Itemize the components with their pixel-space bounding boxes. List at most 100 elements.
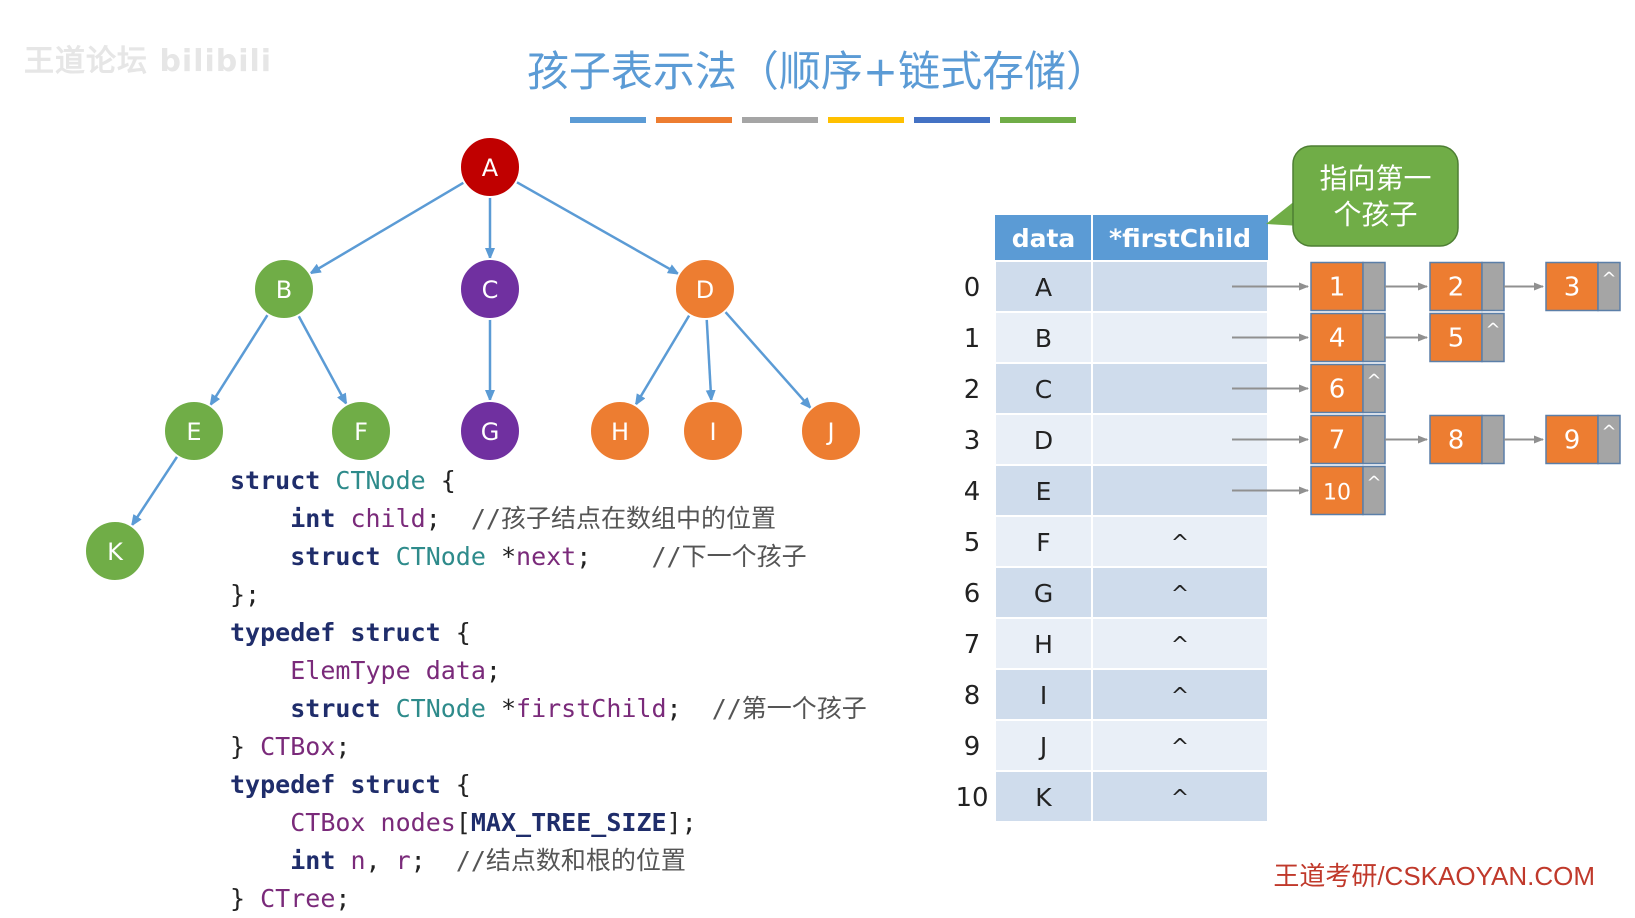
code-line: struct CTNode *firstChild; //第一个孩子 — [230, 690, 867, 728]
code-token: ElemType — [290, 656, 411, 685]
tree-node-circle — [253, 258, 315, 320]
row-index: 10 — [955, 783, 988, 813]
code-token: ; — [576, 542, 652, 571]
row-data: K — [1035, 783, 1052, 812]
code-token: r — [395, 846, 411, 875]
code-token — [230, 504, 290, 533]
child-value: 10 — [1323, 481, 1351, 506]
title-bar-4 — [914, 117, 990, 123]
child-value-cell — [1310, 414, 1364, 465]
tree-node-circle — [800, 400, 862, 462]
code-token: , — [365, 846, 396, 875]
tree-node-E: E — [163, 400, 225, 462]
code-token: child — [350, 504, 426, 533]
tree-node-label: B — [276, 276, 292, 304]
row-data: E — [1036, 477, 1052, 506]
child-value: 8 — [1448, 426, 1465, 456]
tree-node-label: H — [611, 418, 629, 446]
row-index: 2 — [964, 375, 981, 405]
code-line: CTBox nodes[MAX_TREE_SIZE]; — [230, 804, 867, 842]
tree-node-A: A — [459, 136, 521, 198]
code-token — [335, 504, 350, 533]
child-value: 6 — [1329, 375, 1346, 405]
child-node-9: 9^ — [1545, 414, 1621, 465]
tree-node-circle — [459, 258, 521, 320]
code-token: * — [485, 694, 517, 723]
code-token — [230, 846, 290, 875]
row-first-child-null: ^ — [1171, 531, 1189, 556]
title-bar-2 — [742, 117, 818, 123]
tree-node-label: A — [482, 154, 499, 182]
code-token: ; — [335, 732, 351, 761]
code-token: CTree — [260, 884, 336, 913]
row-first-child-null: ^ — [1171, 786, 1189, 811]
child-value-cell — [1310, 363, 1364, 414]
code-token — [381, 542, 396, 571]
child-value: 4 — [1329, 324, 1346, 354]
tree-node-H: H — [589, 400, 651, 462]
row-index: 6 — [964, 579, 981, 609]
code-token: nodes — [380, 808, 456, 837]
null-marker: ^ — [1485, 320, 1500, 341]
row-first-child-null: ^ — [1171, 684, 1189, 709]
edge-A-B — [308, 181, 465, 275]
child-value-cell — [1429, 414, 1483, 465]
edge-B-E — [209, 313, 269, 407]
child-value: 1 — [1329, 273, 1346, 303]
code-line: ElemType data; — [230, 652, 867, 690]
child-next-cell — [1481, 261, 1505, 312]
code-line: typedef struct { — [230, 766, 867, 804]
code-token: firstChild — [516, 694, 667, 723]
code-line: } CTree; — [230, 880, 867, 918]
tree-node-circle — [674, 258, 736, 320]
child-node-4: 4 — [1310, 312, 1428, 363]
code-token: ]; — [666, 808, 697, 837]
row-data: C — [1035, 375, 1052, 404]
child-node-6: 6^ — [1310, 363, 1386, 414]
code-token: struct — [230, 466, 321, 495]
edge-E-K — [130, 455, 179, 527]
row-first-child-null: ^ — [1171, 633, 1189, 658]
code-token: } — [230, 732, 261, 761]
tree-node-circle — [84, 520, 146, 582]
child-next-cell — [1481, 312, 1505, 363]
code-token: ; — [666, 694, 712, 723]
code-token: struct — [350, 618, 441, 647]
title-color-bars — [570, 117, 1076, 123]
tree-node-circle — [163, 400, 225, 462]
code-token: int — [290, 504, 336, 533]
child-node-7: 7 — [1310, 414, 1428, 465]
row-index: 8 — [964, 681, 981, 711]
code-token: { — [440, 618, 471, 647]
page-title: 孩子表示法（顺序+链式存储） — [526, 47, 1109, 96]
tree-node-B: B — [253, 258, 315, 320]
tree-node-label: D — [696, 276, 714, 304]
child-value: 9 — [1564, 426, 1581, 456]
child-value-cell — [1310, 261, 1364, 312]
tree-node-circle — [589, 400, 651, 462]
row-data: D — [1034, 426, 1053, 455]
row-index: 0 — [964, 273, 981, 303]
code-block: struct CTNode { int child; //孩子结点在数组中的位置… — [230, 462, 867, 918]
tree-node-circle — [330, 400, 392, 462]
edge-D-J — [723, 310, 812, 410]
code-token: * — [485, 542, 517, 571]
header-data: data — [1012, 224, 1076, 253]
code-token: struct — [290, 542, 381, 571]
title-bar-0 — [570, 117, 646, 123]
callout-line1: 指向第一 — [1319, 162, 1431, 195]
child-value-cell — [1545, 261, 1599, 312]
edge-D-H — [634, 314, 691, 407]
code-token — [230, 694, 290, 723]
code-token: //孩子结点在数组中的位置 — [470, 504, 776, 533]
child-value-cell — [1310, 465, 1364, 516]
tree-node-label: E — [186, 418, 201, 446]
row-index: 1 — [964, 324, 981, 354]
